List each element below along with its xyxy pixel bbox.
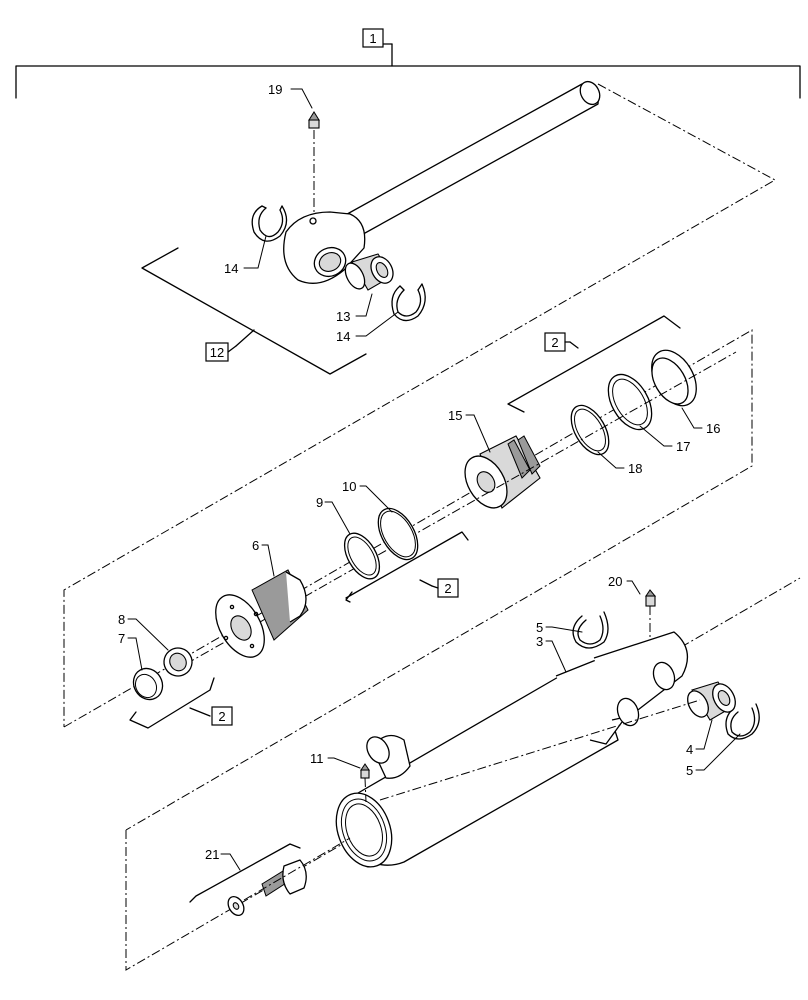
seal-ring-17 [607,373,653,431]
bushing-4 [687,681,736,721]
seal-kit-bracket-top [507,315,681,413]
snap-ring-5-right [725,703,760,740]
backup-ring-9 [343,532,381,580]
callout-box-2-middle: 2 [431,578,459,598]
wear-ring-16 [651,349,697,407]
callout-8: 8 [118,612,125,627]
callout-6: 6 [252,538,259,553]
barrel-axis-line [379,699,701,801]
callout-7: 7 [118,631,125,646]
kit-bracket-12 [141,247,367,375]
callout-9: 9 [316,495,323,510]
svg-text:2: 2 [444,581,451,596]
o-ring-10 [377,507,419,561]
svg-text:2: 2 [218,709,225,724]
callout-box-12: 12 [205,342,237,362]
callout-20: 20 [608,574,622,589]
callout-10: 10 [342,479,356,494]
grease-fitting-20 [645,589,657,640]
callout-21: 21 [205,847,219,862]
callout-labels: 19 14 13 14 15 16 17 18 10 9 6 8 7 20 5 … [118,82,720,862]
grease-fitting-11 [360,763,370,803]
callout-5-top: 5 [536,620,543,635]
svg-text:12: 12 [210,345,224,360]
o-ring-18 [570,404,610,456]
callout-box-1: 1 [362,28,384,48]
callout-4: 4 [686,742,693,757]
callout-3: 3 [536,634,543,649]
seal-kit-bracket-lower [129,677,215,729]
rod-seal-7 [132,667,164,701]
gland-6 [215,569,309,658]
callout-17: 17 [676,439,690,454]
callout-16: 16 [706,421,720,436]
svg-text:1: 1 [369,31,376,46]
callout-19: 19 [268,82,282,97]
seal-kit-bracket-middle [345,531,469,603]
wiper-ring-8 [163,647,193,677]
leader-lines [127,88,741,871]
callout-5-bottom: 5 [686,763,693,778]
callout-box-2-lower: 2 [211,706,233,726]
snap-ring-14-left [251,205,288,242]
callout-14-upper: 14 [224,261,238,276]
piston-rod [283,80,601,284]
callout-11: 11 [310,751,324,766]
rod-group-outline [63,83,777,727]
callout-box-2-top: 2 [544,332,571,352]
snap-ring-14-right [391,283,426,322]
assembly-bracket [15,43,801,99]
callout-13: 13 [336,309,350,324]
callout-15: 15 [448,408,462,423]
snap-ring-5-top [572,611,609,649]
callout-14-lower: 14 [336,329,350,344]
grease-fitting-19 [308,111,320,215]
bolt-and-washer-21 [189,837,351,916]
cylinder-barrel-3 [335,631,689,868]
bushing-13 [344,253,394,291]
piston-15 [464,435,541,509]
svg-text:2: 2 [551,335,558,350]
callout-18: 18 [628,461,642,476]
